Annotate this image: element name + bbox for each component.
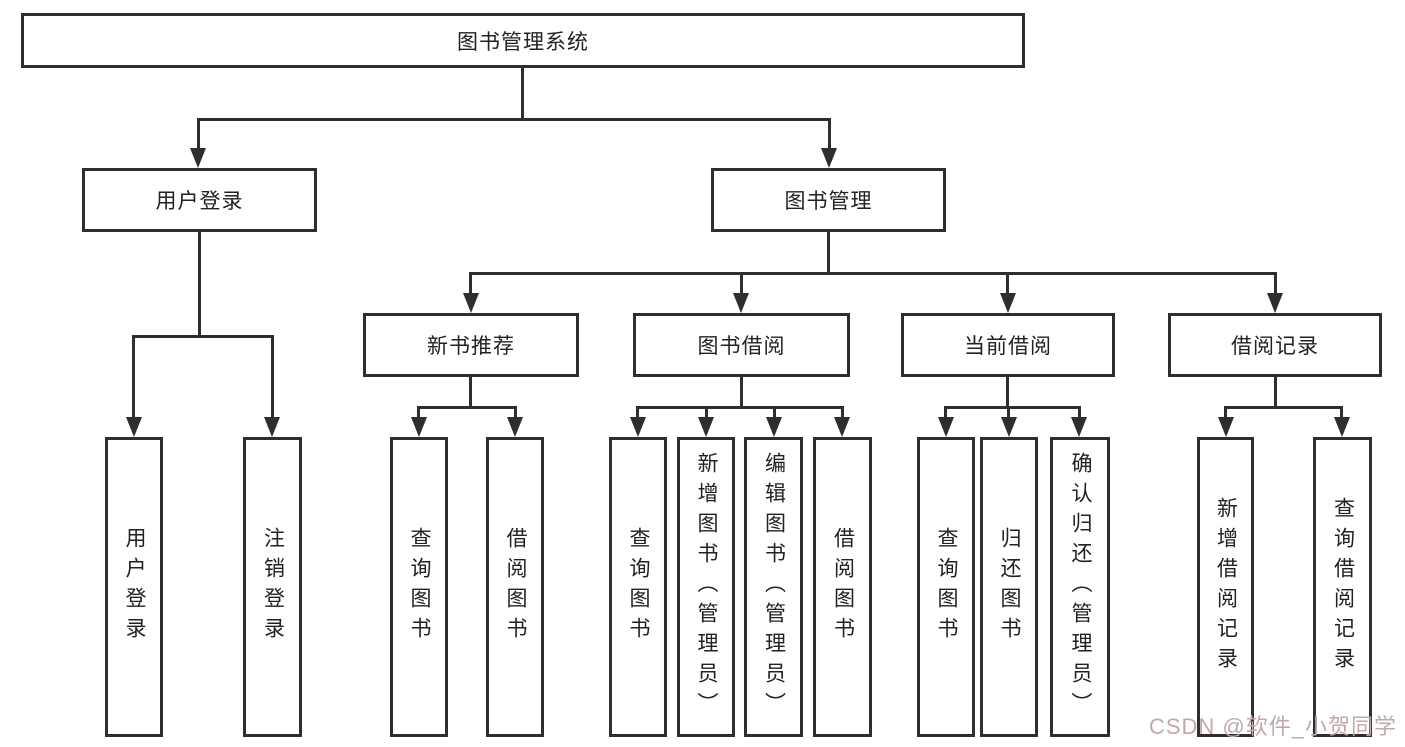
watermark: CSDN @软件_小贺同学 <box>1148 714 1397 739</box>
connector <box>636 406 639 421</box>
arrowhead <box>698 417 714 437</box>
leaf-query-book-1: 查询图书 <box>390 437 448 737</box>
node-book-management-label: 图书管理 <box>784 190 873 213</box>
node-new-book-recommend-label: 新书推荐 <box>427 335 515 358</box>
leaf-add-borrow-record: 新增借阅记录 <box>1197 437 1254 737</box>
connector <box>705 406 708 421</box>
connector <box>469 377 472 406</box>
node-user-login: 用户登录 <box>82 168 317 232</box>
leaf-query-borrow-record-label: 查询借阅记录 <box>1331 497 1355 677</box>
arrowhead <box>264 417 280 437</box>
connector <box>132 335 274 338</box>
arrowhead <box>630 417 646 437</box>
arrowhead <box>507 417 523 437</box>
arrowhead <box>821 148 837 168</box>
connector <box>944 406 1081 409</box>
connector <box>1006 377 1009 406</box>
leaf-add-book-admin-label: 新增图书（管理员） <box>695 452 718 722</box>
leaf-return-book: 归还图书 <box>980 437 1038 737</box>
connector <box>1078 406 1081 421</box>
leaf-edit-book-admin-label: 编辑图书（管理员） <box>762 452 786 722</box>
connector <box>514 406 517 421</box>
connector <box>944 406 947 421</box>
arrowhead <box>1001 417 1017 437</box>
connector <box>198 232 201 338</box>
connector <box>1006 272 1009 297</box>
leaf-borrow-book-1: 借阅图书 <box>486 437 544 737</box>
connector <box>1274 377 1277 406</box>
node-book-borrow: 图书借阅 <box>633 313 850 377</box>
connector <box>827 232 830 272</box>
connector <box>417 406 517 409</box>
leaf-add-book-admin: 新增图书（管理员） <box>677 437 735 737</box>
arrowhead <box>126 417 142 437</box>
leaf-query-book-2: 查询图书 <box>609 437 667 737</box>
connector <box>841 406 844 421</box>
connector <box>469 272 472 297</box>
arrowhead <box>411 417 427 437</box>
leaf-query-book-2-label: 查询图书 <box>627 527 650 647</box>
leaf-query-book-3: 查询图书 <box>917 437 975 737</box>
connector <box>271 335 274 421</box>
leaf-edit-book-admin: 编辑图书（管理员） <box>744 437 803 737</box>
arrowhead <box>1334 417 1350 437</box>
node-current-borrow: 当前借阅 <box>901 313 1115 377</box>
leaf-user-login-label: 用户登录 <box>123 527 146 647</box>
connector <box>1224 406 1227 421</box>
node-book-management: 图书管理 <box>711 168 946 232</box>
arrowhead <box>938 417 954 437</box>
leaf-logout: 注销登录 <box>243 437 302 737</box>
arrowhead <box>190 148 206 168</box>
node-borrow-record: 借阅记录 <box>1168 313 1382 377</box>
leaf-logout-label: 注销登录 <box>261 527 285 647</box>
node-root-label: 图书管理系统 <box>457 30 589 54</box>
connector <box>417 406 420 421</box>
connector <box>132 335 135 421</box>
leaf-user-login: 用户登录 <box>105 437 163 737</box>
connector <box>1007 406 1010 421</box>
node-borrow-record-label: 借阅记录 <box>1231 335 1319 358</box>
arrowhead <box>766 417 782 437</box>
arrowhead <box>733 293 749 313</box>
node-root: 图书管理系统 <box>21 13 1025 68</box>
node-book-borrow-label: 图书借阅 <box>697 335 786 358</box>
node-current-borrow-label: 当前借阅 <box>964 335 1052 358</box>
leaf-add-borrow-record-label: 新增借阅记录 <box>1214 497 1238 677</box>
arrowhead <box>1218 417 1234 437</box>
leaf-borrow-book-2: 借阅图书 <box>813 437 872 737</box>
connector <box>740 272 743 297</box>
leaf-query-book-3-label: 查询图书 <box>935 527 958 647</box>
connector <box>469 272 1277 275</box>
leaf-borrow-book-2-label: 借阅图书 <box>831 527 855 647</box>
connector <box>197 118 200 152</box>
leaf-confirm-return-admin: 确认归还（管理员） <box>1050 437 1110 737</box>
arrowhead <box>1267 293 1283 313</box>
connector <box>1340 406 1343 421</box>
connector <box>636 406 844 409</box>
node-user-login-label: 用户登录 <box>155 190 244 213</box>
arrowhead <box>1000 293 1016 313</box>
connector <box>197 118 831 121</box>
leaf-return-book-label: 归还图书 <box>998 527 1021 647</box>
connector <box>521 68 524 118</box>
node-new-book-recommend: 新书推荐 <box>363 313 579 377</box>
arrowhead <box>1071 417 1087 437</box>
connector <box>740 377 743 406</box>
leaf-confirm-return-admin-label: 确认归还（管理员） <box>1069 452 1092 722</box>
leaf-query-book-1-label: 查询图书 <box>408 527 431 647</box>
leaf-query-borrow-record: 查询借阅记录 <box>1313 437 1372 737</box>
connector <box>773 406 776 421</box>
leaf-borrow-book-1-label: 借阅图书 <box>504 527 527 647</box>
connector <box>1224 406 1343 409</box>
connector <box>1274 272 1277 297</box>
arrowhead <box>834 417 850 437</box>
connector <box>828 118 831 152</box>
arrowhead <box>463 293 479 313</box>
